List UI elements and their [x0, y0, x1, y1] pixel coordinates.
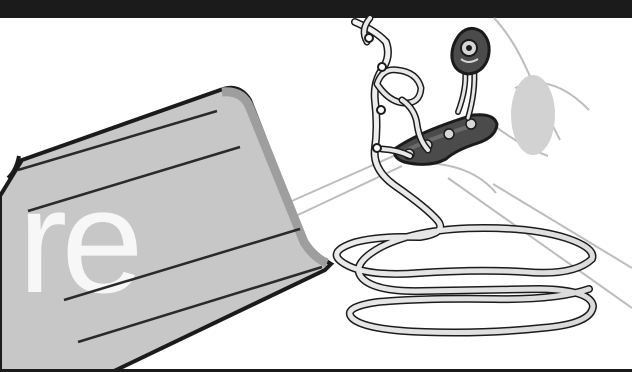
- cover-panel-icon: re: [0, 88, 331, 372]
- top-frame-icon: [0, 0, 632, 18]
- pulley-icon: [452, 28, 489, 74]
